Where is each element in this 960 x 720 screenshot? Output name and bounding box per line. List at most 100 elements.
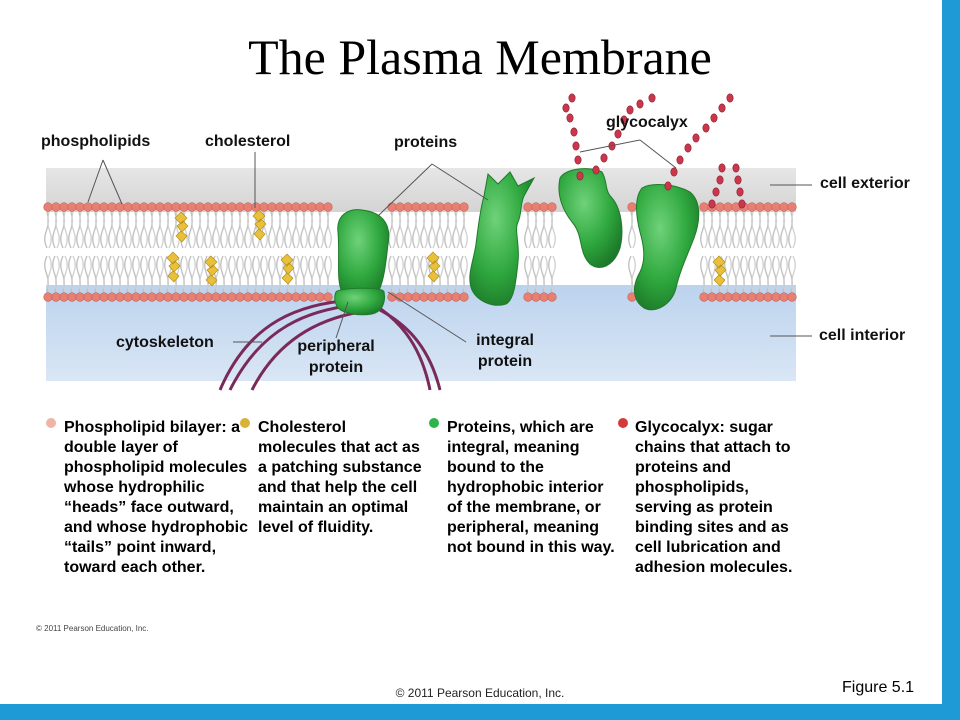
lipid-tail xyxy=(327,255,332,293)
peripheral-protein xyxy=(334,209,390,316)
lipid-head xyxy=(259,292,269,302)
lipid-head xyxy=(155,202,165,212)
lipid-head xyxy=(75,202,85,212)
sugar-bead xyxy=(576,171,584,181)
lipid-tail xyxy=(247,255,252,293)
lipid-head xyxy=(755,292,765,302)
sugar-bead xyxy=(620,115,628,125)
lipid-head xyxy=(115,292,125,302)
lipid-tail xyxy=(111,211,116,249)
phospholipids-label: phospholipids xyxy=(41,133,151,150)
lipid-tail xyxy=(711,211,716,249)
lipid-head xyxy=(131,292,141,302)
sugar-bead xyxy=(692,133,700,143)
glycocalyx-description: Glycocalyx: sugar chains that attach to … xyxy=(635,419,793,576)
lipid-tail xyxy=(127,255,132,293)
cholesterol-molecule xyxy=(166,251,181,283)
lipid-head xyxy=(139,292,149,302)
lipid-head xyxy=(51,292,61,302)
lipid-head xyxy=(715,202,725,212)
lipid-head xyxy=(283,292,293,302)
lipid-tail xyxy=(223,211,228,249)
lipid-tail xyxy=(423,211,428,249)
lipid-tail xyxy=(79,255,84,293)
lipid-tail xyxy=(783,211,788,249)
sugar-bead xyxy=(734,175,742,185)
lipid-head xyxy=(459,202,469,212)
lipid-tail xyxy=(207,211,212,249)
sugar-bead xyxy=(636,99,644,109)
lipid-head xyxy=(299,202,309,212)
sugar-bead xyxy=(614,129,622,139)
lipid-tail xyxy=(263,211,268,249)
lipid-head xyxy=(99,202,109,212)
lipid-head xyxy=(211,292,221,302)
sugar-bead xyxy=(702,123,710,133)
lipid-tail xyxy=(407,211,412,249)
cytoskeleton-label: cytoskeleton xyxy=(116,334,214,351)
lipid-head xyxy=(787,202,797,212)
lipid-head xyxy=(403,292,413,302)
lipid-tail xyxy=(239,211,244,249)
lipid-head xyxy=(299,292,309,302)
figure-label: Figure 5.1 xyxy=(842,679,915,696)
lipid-head xyxy=(323,292,333,302)
lipid-head xyxy=(275,202,285,212)
sugar-bead xyxy=(570,127,578,137)
sugar-bead xyxy=(718,103,726,113)
lipid-head xyxy=(771,202,781,212)
lipid-head xyxy=(67,292,77,302)
lipid-tail xyxy=(247,211,252,249)
lipid-tail xyxy=(223,255,228,293)
lipid-tail xyxy=(55,211,60,249)
cholesterol-label: cholesterol xyxy=(205,133,291,150)
lipid-tail xyxy=(87,211,92,249)
lipid-head xyxy=(411,292,421,302)
sugar-bead xyxy=(566,113,574,123)
lipid-head xyxy=(779,292,789,302)
small-credit: © 2011 Pearson Education, Inc. xyxy=(36,624,149,633)
cholesterol-molecule xyxy=(252,209,267,241)
lipid-head xyxy=(163,292,173,302)
lipid-tail xyxy=(439,211,444,249)
cell-exterior-label: cell exterior xyxy=(820,175,910,192)
lipid-tail xyxy=(783,255,788,293)
lipid-tail xyxy=(63,255,68,293)
lipid-tail xyxy=(159,211,164,249)
lipid-head xyxy=(59,202,69,212)
lipid-head xyxy=(411,202,421,212)
lipid-tail xyxy=(631,211,636,249)
lipid-tail xyxy=(95,255,100,293)
lipid-head xyxy=(531,202,541,212)
lipid-head xyxy=(723,292,733,302)
sugar-bead xyxy=(684,143,692,153)
lipid-head xyxy=(539,292,549,302)
lipid-head xyxy=(155,292,165,302)
lipid-tail xyxy=(159,255,164,293)
lipid-head xyxy=(227,292,237,302)
lipid-head xyxy=(195,292,205,302)
lipid-head xyxy=(259,202,269,212)
lipid-head xyxy=(315,202,325,212)
cell-interior-label: cell interior xyxy=(819,327,906,344)
lipid-head xyxy=(715,292,725,302)
lipid-tail xyxy=(767,255,772,293)
lipid-head xyxy=(251,292,261,302)
lipid-tail xyxy=(311,255,316,293)
lipid-tail xyxy=(47,211,52,249)
lipid-tail xyxy=(151,211,156,249)
lipid-head xyxy=(307,202,317,212)
lipid-head xyxy=(403,202,413,212)
sugar-bead xyxy=(572,141,580,151)
lipid-tail xyxy=(535,255,540,293)
peripheral-protein-label-line1: peripheral xyxy=(297,338,375,355)
lipid-head xyxy=(83,202,93,212)
lipid-tail xyxy=(231,211,236,249)
lipid-head xyxy=(227,202,237,212)
lipid-head xyxy=(179,292,189,302)
lipid-head xyxy=(59,292,69,302)
lipid-tail xyxy=(735,255,740,293)
lipid-tail xyxy=(127,211,132,249)
lipid-tail xyxy=(447,255,452,293)
